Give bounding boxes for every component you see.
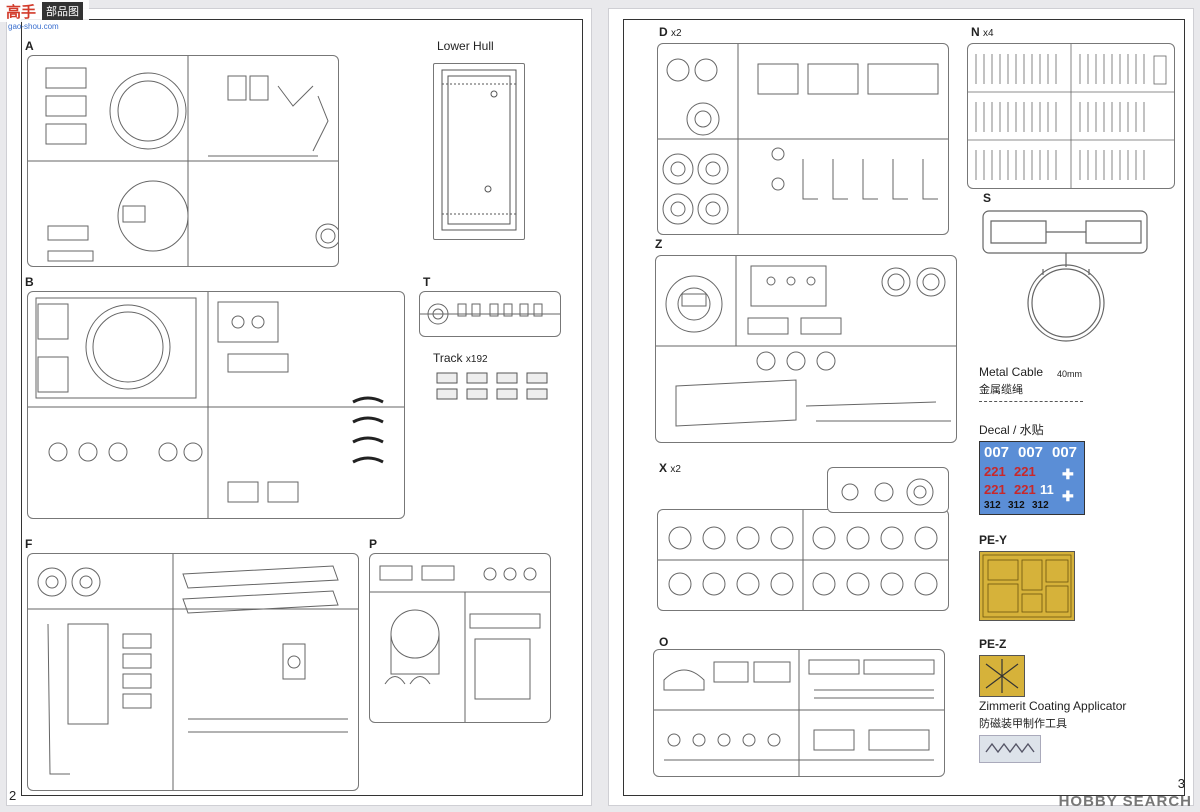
logo-box: 部品图 xyxy=(42,2,84,20)
decal-number: 221 xyxy=(984,482,1006,497)
watermark-text: HOBBY SEARCH xyxy=(1058,793,1192,810)
sprue-n xyxy=(967,43,1175,189)
sprue-label-n-text: N xyxy=(971,25,980,39)
metal-cable-title: Metal Cable xyxy=(979,365,1044,379)
sprue-s-drawing xyxy=(982,210,1148,342)
sprue-label-s: S xyxy=(983,191,992,205)
decal-sheet: 007 007 007 221 221 221 221 11 312 312 3… xyxy=(979,441,1085,515)
decal-number: 007 xyxy=(1018,444,1044,461)
sprue-label-t: T xyxy=(423,275,431,289)
track-multiplier: x192 xyxy=(465,354,488,365)
sprue-label-x-text: X xyxy=(659,461,668,475)
track-label-text: Track xyxy=(433,351,463,365)
lower-hull-label: Lower Hull xyxy=(437,39,494,53)
sprue-x-drawing xyxy=(658,510,948,610)
sprue-d-drawing xyxy=(658,44,948,234)
logo-url: gao-shou.com xyxy=(8,22,59,31)
sprue-s xyxy=(981,207,1151,347)
sprue-t-drawing xyxy=(420,303,560,325)
track-links xyxy=(433,369,553,405)
sprue-o xyxy=(653,649,945,777)
left-page: A Lower Hull xyxy=(6,8,592,806)
left-page-number: 2 xyxy=(9,788,17,803)
pe-z-fret xyxy=(979,655,1025,697)
sprue-b xyxy=(27,291,405,519)
metal-cable-line xyxy=(979,401,1083,402)
sprue-label-n: N x4 xyxy=(971,25,994,39)
sprue-f-drawing xyxy=(28,554,358,790)
decal-number: 312 xyxy=(1008,500,1025,511)
balkenkreuz-icon: ✚ xyxy=(1062,488,1074,504)
sprue-x-top xyxy=(827,467,949,513)
decal-number: 221 xyxy=(1014,464,1036,479)
sprue-b-drawing xyxy=(28,292,404,518)
sprue-label-a: A xyxy=(25,39,34,53)
sprue-a-drawing xyxy=(28,56,338,266)
sprue-a xyxy=(27,55,339,267)
sprue-d-multiplier: x2 xyxy=(671,28,682,39)
sprue-label-z: Z xyxy=(655,237,663,251)
sprue-d xyxy=(657,43,949,235)
track-label: Track x192 xyxy=(433,351,488,365)
hobby-search-watermark: HOBBY SEARCH xyxy=(1059,793,1192,810)
sprue-z-drawing xyxy=(656,256,956,427)
right-page-frame xyxy=(623,19,1185,796)
sprue-x-top-drawing xyxy=(841,478,934,506)
lower-hull-part xyxy=(433,63,525,240)
decal-number: 312 xyxy=(984,500,1001,511)
sprue-f xyxy=(27,553,359,791)
decal-number: 312 xyxy=(1032,500,1049,511)
zimmerit-title: Zimmerit Coating Applicator xyxy=(979,699,1127,713)
track-links-drawing xyxy=(436,372,548,400)
decal-number: 221 xyxy=(1014,482,1036,497)
pe-y-drawing xyxy=(982,554,1072,618)
logo-text: 高手 xyxy=(6,2,37,21)
sprue-t xyxy=(419,291,561,337)
decal-number: 007 xyxy=(984,444,1010,461)
sprue-p-drawing xyxy=(370,565,550,722)
pe-z-title: PE-Z xyxy=(979,637,1007,651)
zimmerit-applicator-drawing xyxy=(985,742,1035,754)
site-logo-banner: 高手 部品图 xyxy=(0,0,90,22)
pe-y-title: PE-Y xyxy=(979,533,1008,547)
sprue-p xyxy=(369,553,551,723)
sprue-label-f: F xyxy=(25,537,33,551)
decal-number: 221 xyxy=(984,464,1006,479)
sprue-label-p: P xyxy=(369,537,378,551)
metal-cable-cn: 金属缆绳 xyxy=(979,383,1023,396)
sprue-z xyxy=(655,255,957,443)
metal-cable-dimension: 40mm xyxy=(1057,369,1083,379)
decal-title: Decal / 水贴 xyxy=(979,423,1044,437)
lower-hull-drawing xyxy=(441,69,517,231)
decal-number: 11 xyxy=(1040,482,1054,497)
sprue-label-o: O xyxy=(659,635,669,649)
sprue-x-multiplier: x2 xyxy=(670,464,681,475)
decal-number: 007 xyxy=(1052,444,1078,461)
sprue-label-x: X x2 xyxy=(659,461,681,475)
zimmerit-cn: 防磁装甲制作工具 xyxy=(979,717,1067,730)
pe-y-fret xyxy=(979,551,1075,621)
balkenkreuz-icon: ✚ xyxy=(1062,466,1074,482)
sprue-label-d-text: D xyxy=(659,25,668,39)
right-page-number: 3 xyxy=(1177,776,1185,791)
sprue-n-drawing xyxy=(968,44,1174,188)
sprue-o-drawing xyxy=(654,650,944,776)
sprue-label-d: D x2 xyxy=(659,25,682,39)
sprue-x xyxy=(657,509,949,611)
zimmerit-applicator xyxy=(979,735,1041,763)
pe-z-drawing xyxy=(985,659,1019,693)
sprue-n-multiplier: x4 xyxy=(983,28,994,39)
left-page-frame xyxy=(21,19,583,796)
sprue-label-b: B xyxy=(25,275,34,289)
right-page: D x2 N x4 xyxy=(608,8,1194,806)
